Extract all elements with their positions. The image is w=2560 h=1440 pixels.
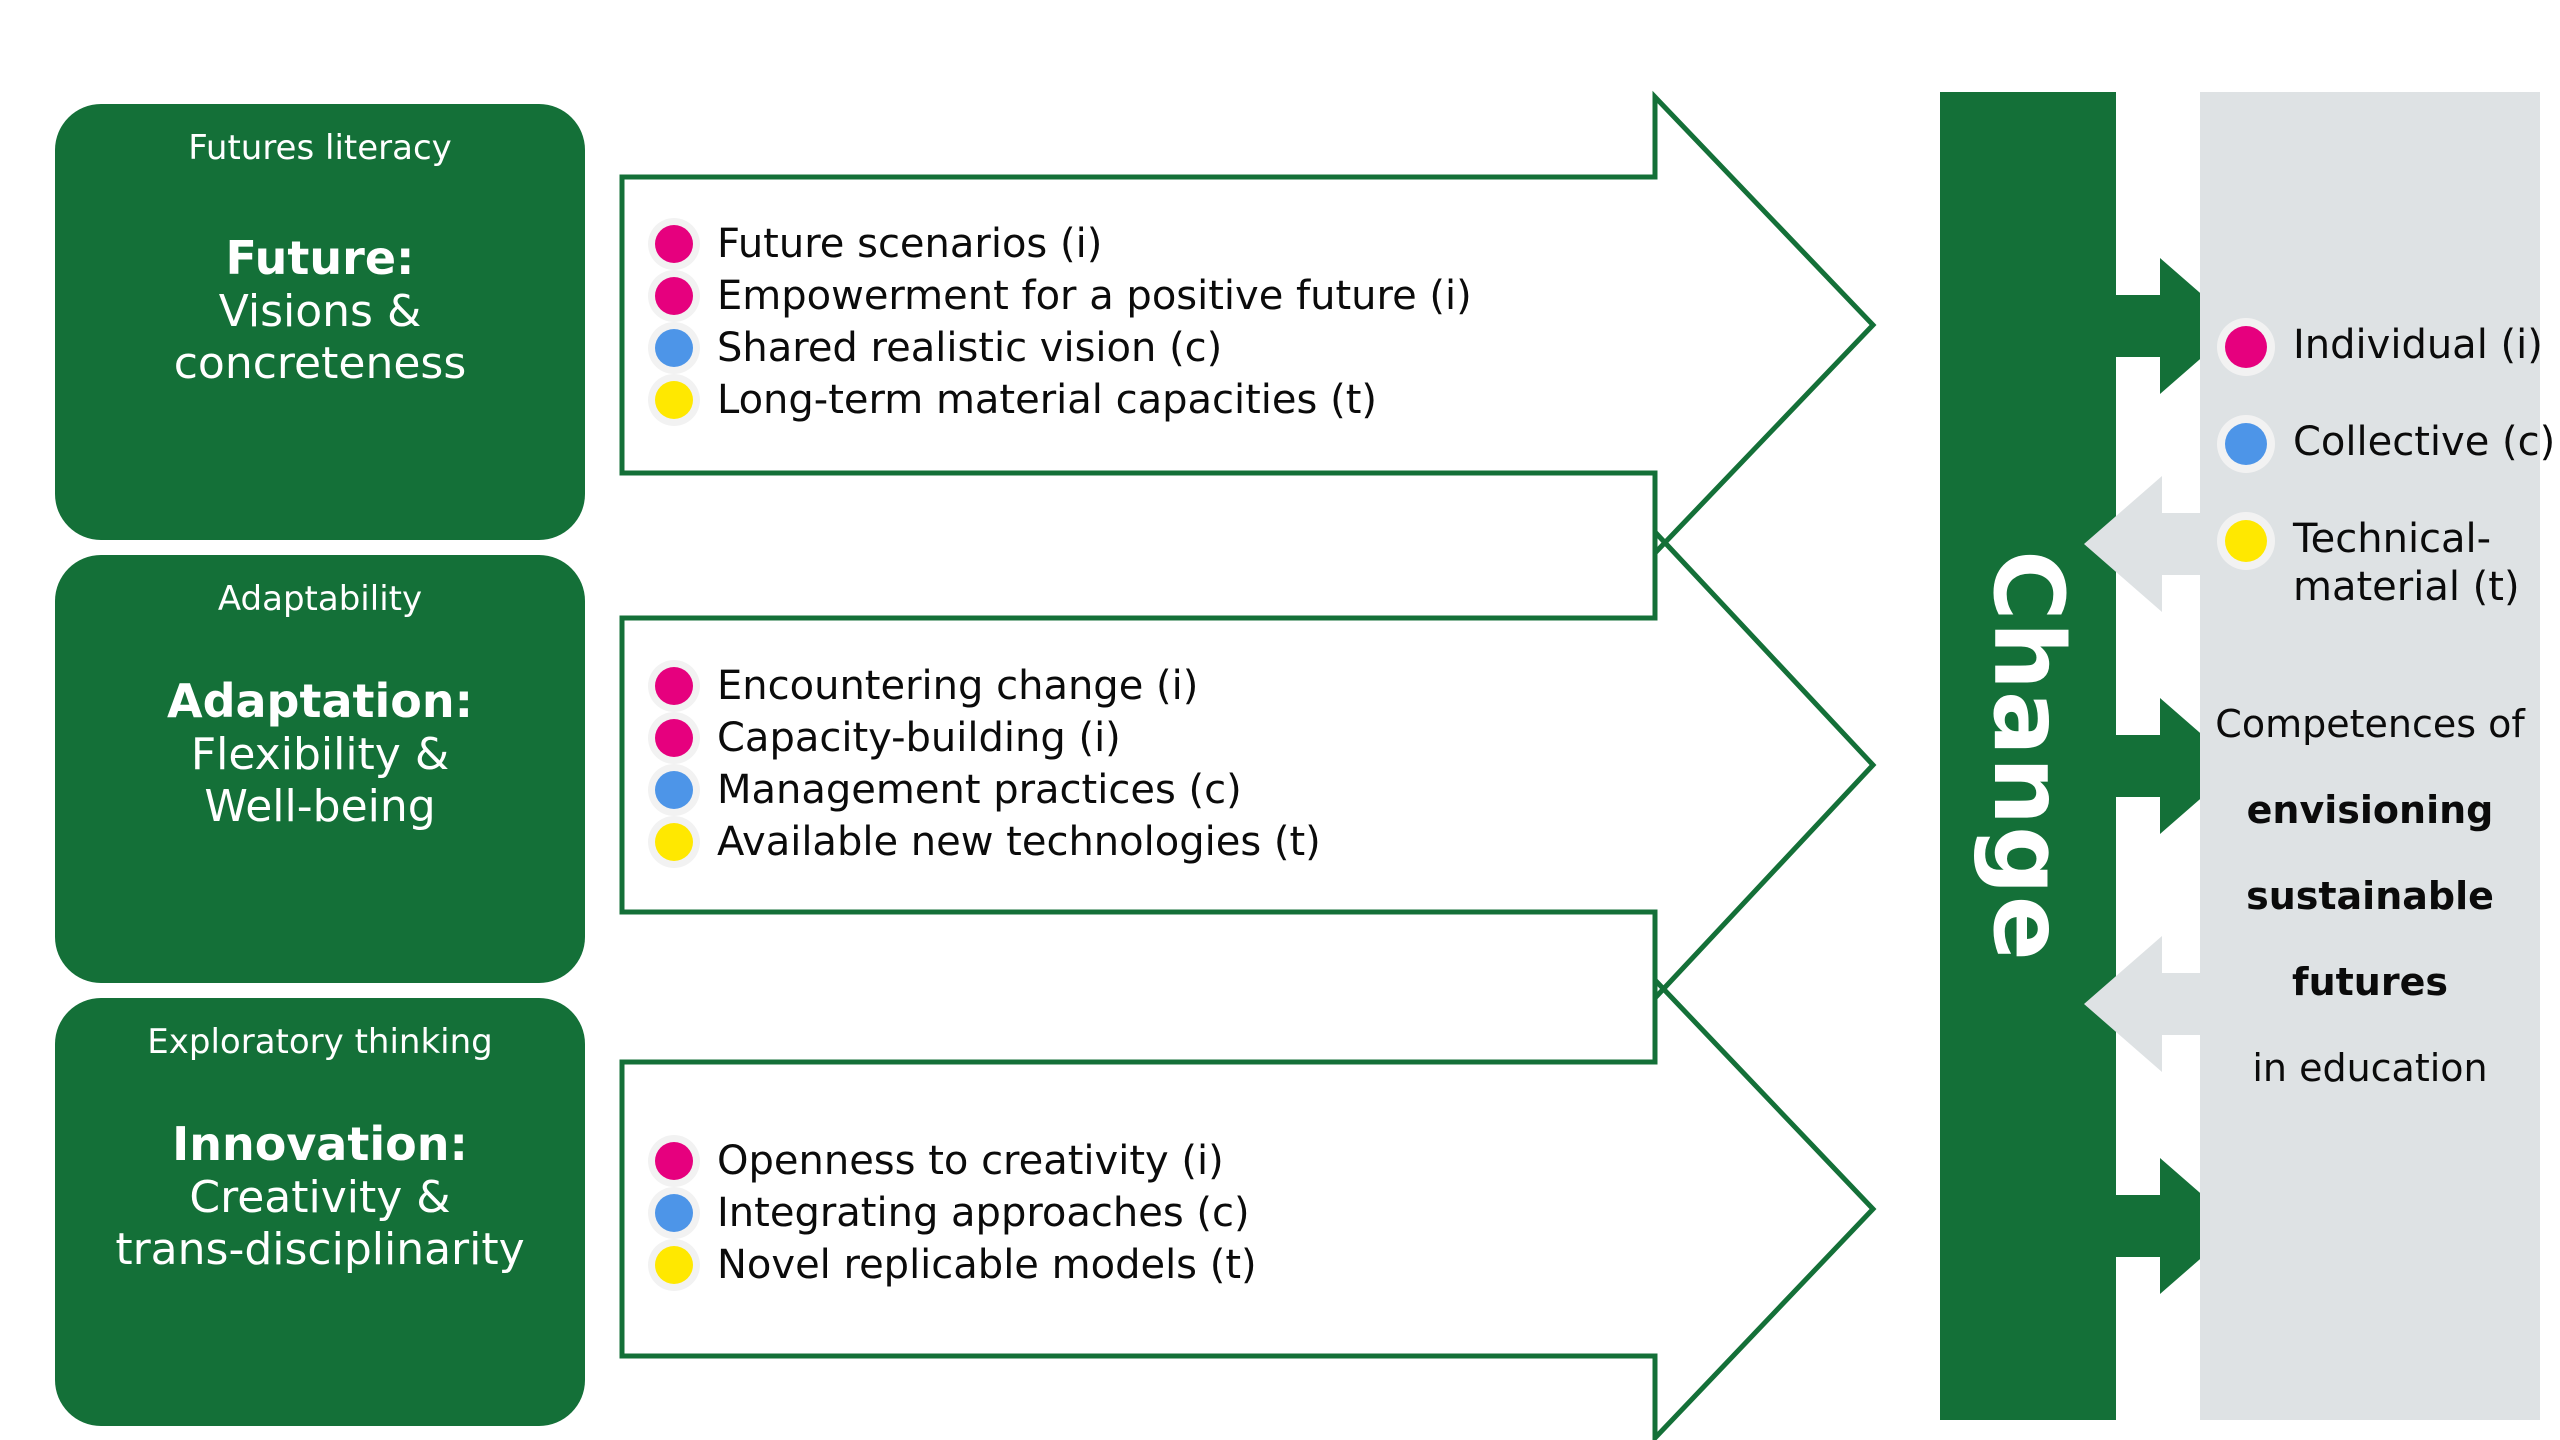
bullet-label: Management practices (c) [717,767,1242,813]
pillar-line-1: Creativity & [189,1171,451,1223]
bullet-label: Empowerment for a positive future (i) [717,273,1472,319]
legend-item: Technical-material (t) [2225,516,2555,610]
bullet-dot-icon [655,1246,693,1284]
bullet-dot-icon [655,277,693,315]
change-bar-label: Change [1972,550,2084,962]
legend-item: Collective (c) [2225,419,2555,466]
pillar-card-innovation[interactable]: Exploratory thinking Innovation: Creativ… [55,998,585,1426]
flow-arrow-adaptation [619,525,1877,1005]
list-item: Long-term material capacities (t) [655,374,1472,426]
pillar-title: Adaptation: [166,674,474,729]
list-item: Management practices (c) [655,764,1321,816]
bullet-dot-icon [655,225,693,263]
caption-line-4: futures [2292,960,2448,1004]
list-item: Capacity-building (i) [655,712,1321,764]
legend-dot-icon [2225,423,2267,466]
list-item: Novel replicable models (t) [655,1239,1257,1291]
caption-line-2: envisioning [2246,788,2494,832]
bullet-label: Novel replicable models (t) [717,1242,1257,1288]
bullet-dot-icon [655,1142,693,1180]
list-item: Encountering change (i) [655,660,1321,712]
pillar-line-1: Flexibility & [190,728,450,780]
grey-arrow-left-2 [2082,928,2250,1080]
bullet-dot-icon [655,667,693,705]
list-item: Openness to creativity (i) [655,1135,1257,1187]
bullet-dot-icon [655,1194,693,1232]
pillar-line-1: Visions & [218,285,422,337]
bullet-label: Long-term material capacities (t) [717,377,1377,423]
pillar-line-2: concreteness [173,337,467,389]
bullet-label: Integrating approaches (c) [717,1190,1250,1236]
green-arrow-right-3 [2072,1150,2240,1302]
green-arrow-right-2 [2072,690,2240,842]
bullet-dot-icon [655,823,693,861]
caption-line-5: in education [2252,1046,2488,1090]
pillar-body: Future: Visions & concreteness [174,231,467,389]
bullet-label: Capacity-building (i) [717,715,1121,761]
legend-item: Individual (i) [2225,322,2555,369]
list-item: Shared realistic vision (c) [655,322,1472,374]
pillar-line-2: trans-disciplinarity [115,1223,525,1275]
bullet-list-adaptation: Encountering change (i) Capacity-buildin… [655,660,1321,868]
bullet-list-future: Future scenarios (i) Empowerment for a p… [655,218,1472,426]
bullet-label: Shared realistic vision (c) [717,325,1223,371]
pillar-subtitle: Exploratory thinking [147,1022,493,1062]
bullet-label: Openness to creativity (i) [717,1138,1224,1184]
pillar-title: Innovation: [172,1117,468,1172]
list-item: Available new technologies (t) [655,816,1321,868]
pillar-card-future[interactable]: Futures literacy Future: Visions & concr… [55,104,585,540]
bullet-dot-icon [655,771,693,809]
flow-arrow-innovation [619,973,1877,1440]
green-arrow-right-1 [2072,250,2240,402]
legend-label: Individual (i) [2293,322,2543,368]
list-item: Empowerment for a positive future (i) [655,270,1472,322]
pillar-body: Innovation: Creativity & trans-disciplin… [115,1117,524,1275]
list-item: Future scenarios (i) [655,218,1472,270]
legend-label: Technical-material (t) [2293,516,2520,610]
outcome-panel [2200,92,2540,1420]
caption-line-1: Competences of [2215,702,2525,746]
flow-arrow-future [619,90,1877,560]
pillar-body: Adaptation: Flexibility & Well-being [167,674,473,832]
grey-arrow-left-1 [2082,468,2250,620]
bullet-label: Future scenarios (i) [717,221,1103,267]
bullet-label: Available new technologies (t) [717,819,1321,865]
bullet-dot-icon [655,381,693,419]
legend: Individual (i) Collective (c) Technical-… [2225,322,2555,661]
legend-dot-icon [2225,326,2267,368]
pillar-title: Future: [225,231,415,286]
pillar-subtitle: Futures literacy [188,128,452,168]
list-item: Integrating approaches (c) [655,1187,1257,1239]
legend-dot-icon [2225,520,2267,563]
bullet-dot-icon [655,719,693,757]
outcome-caption: Competences of envisioning sustainable f… [2200,705,2540,1135]
pillar-subtitle: Adaptability [217,579,423,619]
pillar-card-adaptation[interactable]: Adaptability Adaptation: Flexibility & W… [55,555,585,983]
bullet-label: Encountering change (i) [717,663,1199,709]
bullet-dot-icon [655,329,693,367]
bullet-list-innovation: Openness to creativity (i) Integrating a… [655,1135,1257,1291]
legend-label: Collective (c) [2293,419,2556,466]
pillar-line-2: Well-being [204,780,436,832]
caption-line-3: sustainable [2246,874,2494,918]
